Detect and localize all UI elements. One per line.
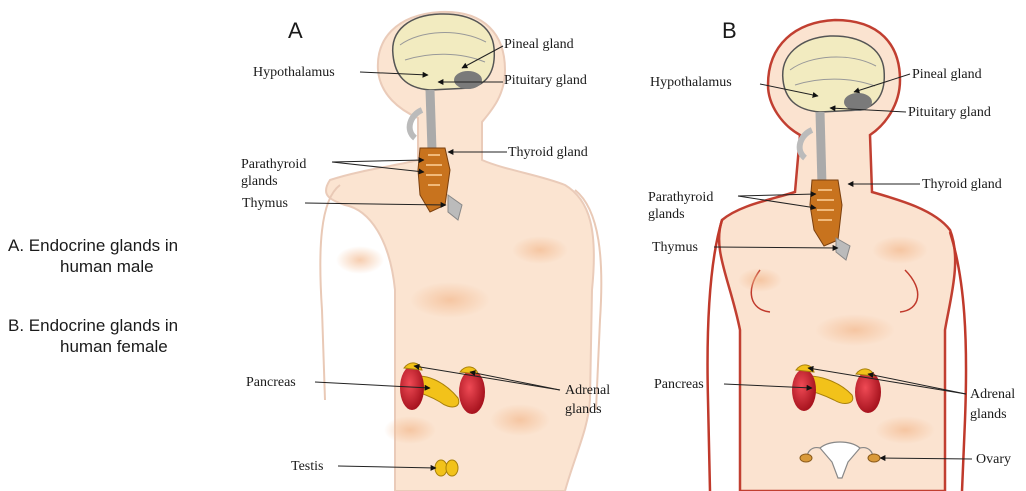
a-label-pituitary: Pituitary gland xyxy=(504,73,587,88)
female-ovary-right xyxy=(868,454,880,462)
male-neck-spine xyxy=(430,90,432,150)
b-label-hypothalamus: Hypothalamus xyxy=(650,75,732,90)
panel-b-letter: B xyxy=(722,18,737,43)
b-label-parathyroid-2: glands xyxy=(648,207,685,222)
a-label-testis: Testis xyxy=(291,459,323,474)
female-ovary-left xyxy=(800,454,812,462)
a-label-parathyroid-2: glands xyxy=(241,174,278,189)
male-cerebellum xyxy=(454,71,482,89)
a-label-adrenal-1: Adrenal xyxy=(565,383,610,398)
a-label-pancreas: Pancreas xyxy=(246,375,296,390)
panel-female: B Pineal gland Hypothalamus Pituitary gl… xyxy=(648,18,1015,491)
male-kidney-left xyxy=(400,366,424,410)
b-label-thymus: Thymus xyxy=(652,240,698,255)
female-cerebellum xyxy=(844,93,872,111)
b-label-adrenal-1: Adrenal xyxy=(970,387,1015,402)
b-label-pancreas: Pancreas xyxy=(654,377,704,392)
b-label-adrenal-2: glands xyxy=(970,407,1007,422)
b-label-ovary: Ovary xyxy=(976,452,1011,467)
a-label-thymus: Thymus xyxy=(242,196,288,211)
female-kidney-left xyxy=(792,369,816,411)
female-neck-spine xyxy=(820,112,822,185)
male-testis-left xyxy=(435,460,447,476)
male-left-arm xyxy=(320,185,340,400)
a-label-thyroid: Thyroid gland xyxy=(508,145,588,160)
a-label-hypothalamus: Hypothalamus xyxy=(253,65,335,80)
a-label-parathyroid-1: Parathyroid xyxy=(241,157,306,172)
b-label-pituitary: Pituitary gland xyxy=(908,105,991,120)
a-label-pineal: Pineal gland xyxy=(504,37,574,52)
female-kidney-right xyxy=(855,371,881,413)
b-label-parathyroid-1: Parathyroid xyxy=(648,190,713,205)
b-label-pineal: Pineal gland xyxy=(912,67,982,82)
panel-a-letter: A xyxy=(288,18,303,43)
male-testis-right xyxy=(446,460,458,476)
a-label-adrenal-2: glands xyxy=(565,402,602,417)
b-label-thyroid: Thyroid gland xyxy=(922,177,1002,192)
panel-male: A Pineal gland Hypothalamus Pituitary gl… xyxy=(241,12,610,491)
female-left-arm xyxy=(708,220,722,491)
